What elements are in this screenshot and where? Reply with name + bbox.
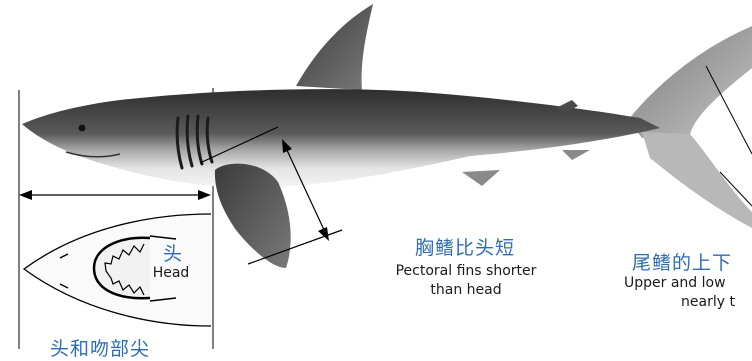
- head-label-en: Head: [136, 265, 206, 282]
- caudal-fin-upper-lobe: [628, 26, 752, 138]
- anal-fin: [462, 170, 500, 186]
- tail-label-zh: 尾鳍的上下: [632, 248, 732, 275]
- snout-label-zh: 头和吻部尖: [50, 334, 150, 361]
- pectoral-label-en-line2: than head: [366, 282, 566, 299]
- caudal-fin-lower-lobe: [642, 132, 752, 228]
- dorsal-fin: [296, 4, 373, 90]
- tail-label-en-line1: Upper and low: [624, 275, 726, 292]
- tail-label-en-line2: nearly t: [681, 294, 735, 311]
- head-label-zh: 头: [160, 239, 186, 266]
- pelvic-fin: [562, 150, 590, 160]
- pectoral-label-en-line1: Pectoral fins shorter: [366, 263, 566, 280]
- pectoral-label-zh: 胸鳍比头短: [390, 233, 540, 260]
- eye: [79, 125, 86, 132]
- head-length-arrow: [19, 190, 211, 200]
